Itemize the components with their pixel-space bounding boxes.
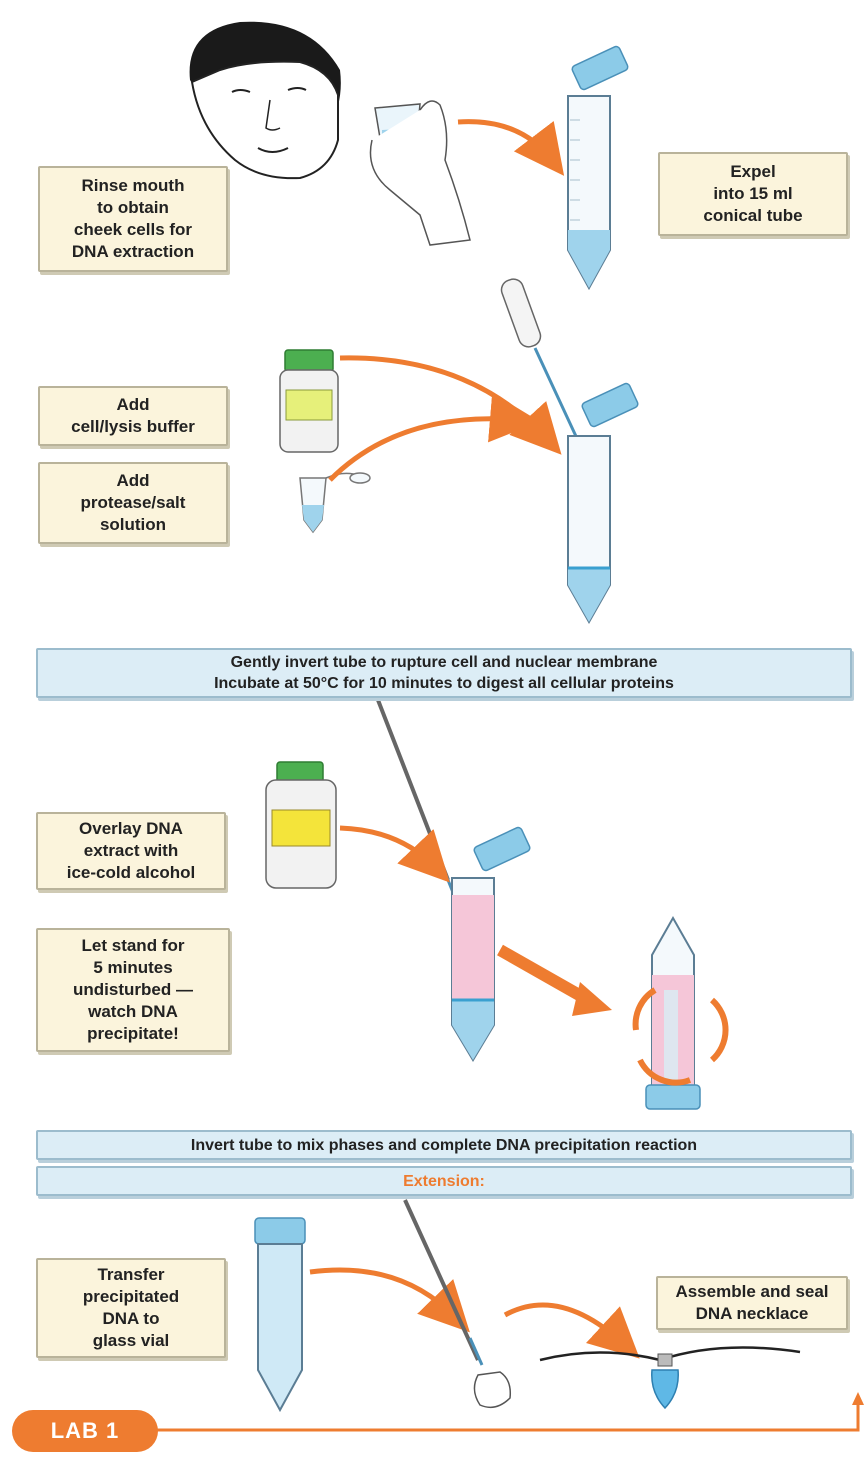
banner-invert-incubate: Gently invert tube to rupture cell and n…	[36, 648, 852, 698]
step-add-protease: Add protease/salt solution	[38, 462, 228, 544]
person-face-icon	[189, 21, 341, 180]
step-add-buffer: Add cell/lysis buffer	[38, 386, 228, 446]
vial-pipette-icon	[403, 1199, 512, 1409]
step-assemble-necklace: Assemble and seal DNA necklace	[656, 1276, 848, 1330]
inverted-tube-icon	[632, 915, 729, 1110]
rinse-cup-icon	[369, 100, 471, 246]
lab-badge: LAB 1	[12, 1410, 158, 1452]
conical-tube-3-icon	[451, 826, 531, 1062]
arrow-alcohol-to-tube	[339, 825, 450, 883]
step-overlay-alcohol: Overlay DNA extract with ice-cold alcoho…	[36, 812, 226, 890]
step-expel: Expel into 15 ml conical tube	[658, 152, 848, 236]
arrow-to-necklace	[503, 1302, 640, 1359]
arrow-to-inverted-tube	[497, 944, 591, 1006]
closed-tube-icon	[254, 1217, 306, 1413]
step-transfer-dna: Transfer precipitated DNA to glass vial	[36, 1258, 226, 1358]
lab-flow-line	[150, 1402, 860, 1432]
lysis-buffer-bottle-icon	[279, 349, 339, 453]
pipette-icon	[376, 699, 458, 901]
step-let-stand: Let stand for 5 minutes undisturbed — wa…	[36, 928, 230, 1052]
arrow-buffer-to-tube	[339, 355, 562, 455]
protease-microtube-icon	[299, 472, 371, 534]
banner-invert-mix: Invert tube to mix phases and complete D…	[36, 1130, 852, 1160]
dna-necklace-icon	[539, 1346, 801, 1410]
arrow-to-tube-1	[457, 119, 565, 176]
banner-extension: Extension:	[36, 1166, 852, 1196]
conical-tube-2-icon	[567, 382, 639, 625]
arrow-to-vial	[309, 1267, 470, 1333]
alcohol-bottle-icon	[265, 761, 337, 889]
step-rinse-mouth: Rinse mouth to obtain cheek cells for DN…	[38, 166, 228, 272]
arrow-protease-to-tube	[328, 392, 540, 482]
conical-tube-1-icon	[567, 45, 629, 291]
